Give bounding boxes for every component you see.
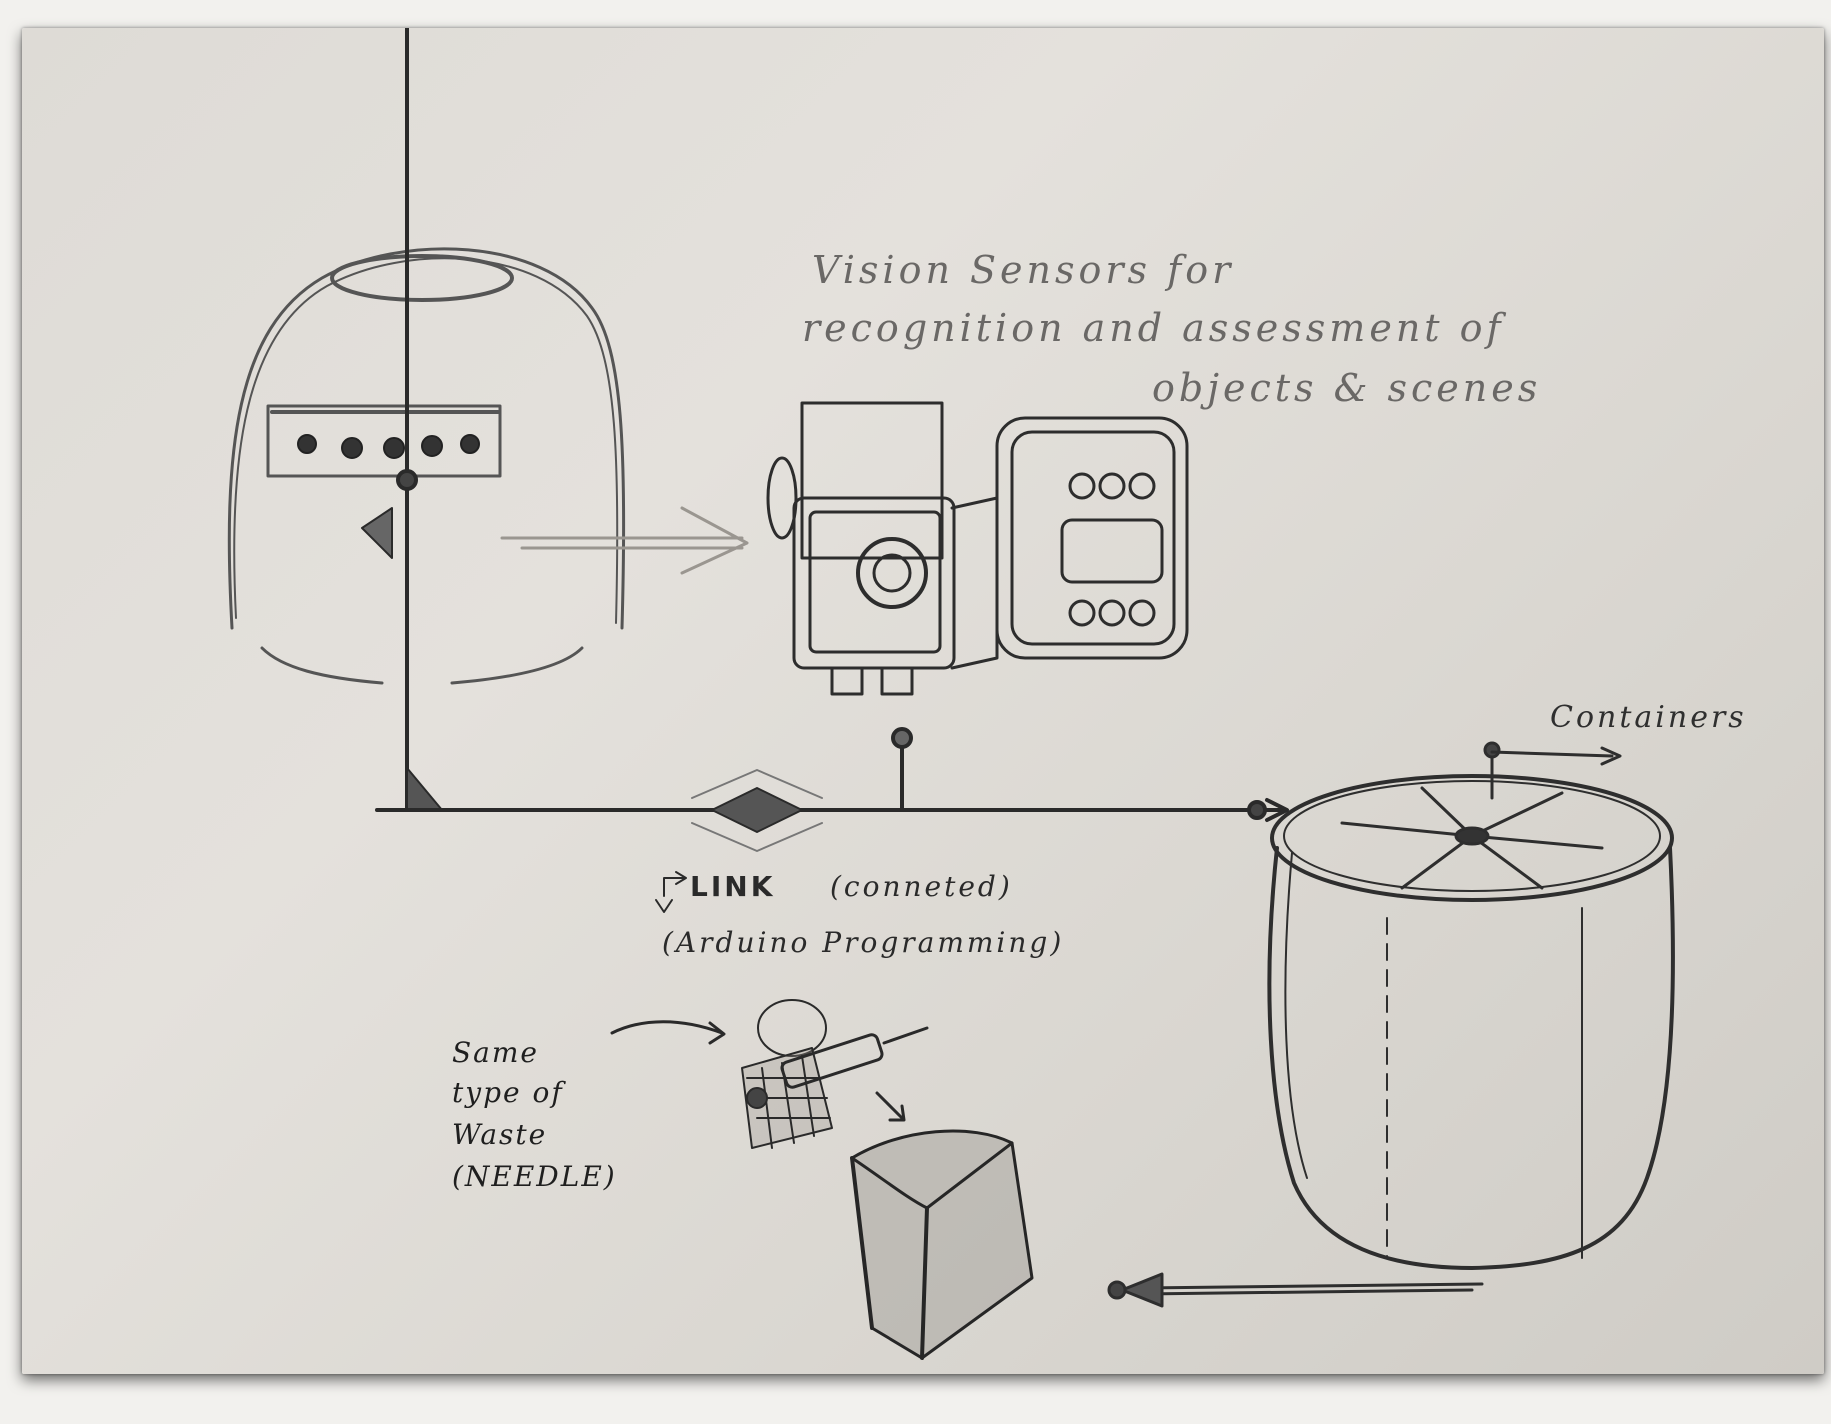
container-sketch [1269,743,1672,1268]
arduino-label: (Arduino Programming) [662,926,1064,959]
containers-label: Containers [1550,700,1747,735]
robot-dome-eyes [298,435,479,458]
vision-caption-line-2: recognition and assessment of [802,306,1505,350]
link-line [377,729,1287,851]
waste-caption-line-4: (NEEDLE) [452,1160,617,1193]
waste-caption-line-2: type of [452,1076,564,1109]
waste-bin-sketch [852,1131,1032,1358]
waste-caption-line-1: Same [452,1036,539,1069]
robot-dome-sketch [229,249,623,683]
vision-caption-line-3: objects & scenes [1152,366,1541,410]
needle-waste-sketch [612,1000,927,1148]
vision-caption-line-1: Vision Sensors for [812,248,1234,292]
waste-caption-line-3: Waste [452,1118,547,1151]
link-label: LINK [690,870,775,903]
link-symbol [656,872,686,912]
connected-label: (conneted) [830,870,1013,903]
return-arrow [1109,1274,1482,1306]
vision-sensor-cameras [768,403,1187,694]
robot-pole [362,28,442,810]
sketch-paper: Vision Sensors for recognition and asses… [22,28,1824,1374]
